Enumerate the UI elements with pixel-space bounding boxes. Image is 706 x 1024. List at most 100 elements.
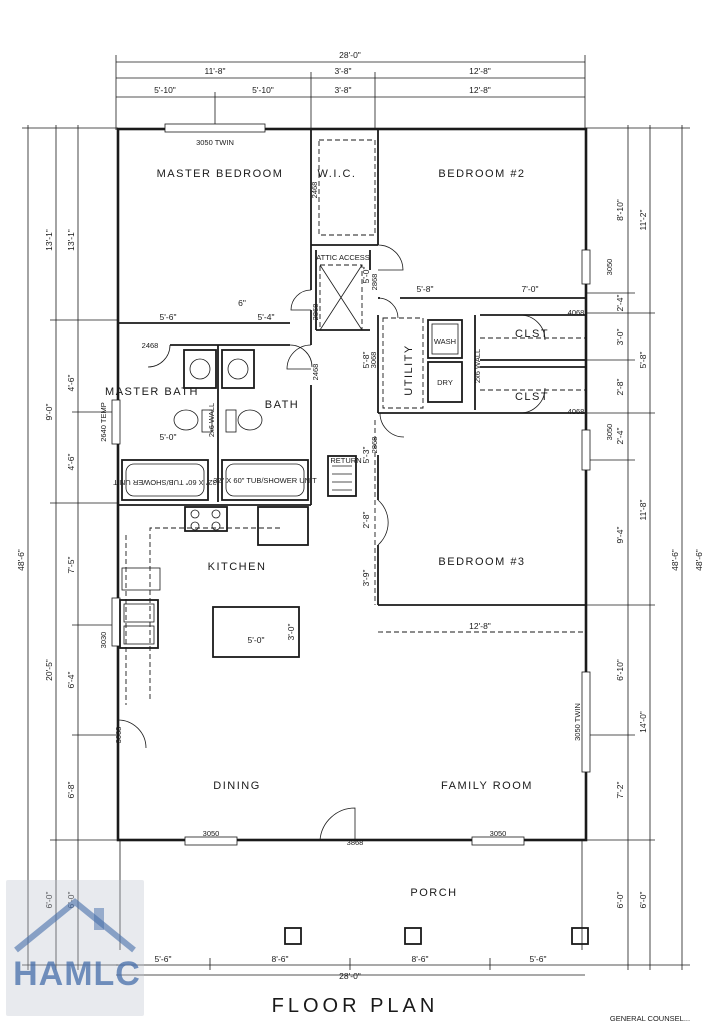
left-dimensions xyxy=(22,125,118,970)
dim-rightout-1: 11'-2" xyxy=(638,209,648,230)
porch-columns xyxy=(119,840,589,950)
dim-right-8: 7'-2" xyxy=(615,782,625,799)
label-win-bed2: 3050 xyxy=(605,259,614,276)
bottom-dimensions xyxy=(116,958,585,976)
interior-walls xyxy=(118,129,586,606)
label-win-bed3: 3050 xyxy=(605,424,614,441)
dim-hall-v1: 5'-8" xyxy=(361,352,371,369)
room-attic: ATTIC ACCESS xyxy=(316,253,370,262)
label-win-porch-right: 3050 xyxy=(490,829,507,838)
dim-bed2-hall2: 7'-0" xyxy=(522,284,539,294)
tub-label-right: 32" X 60" TUB/SHOWER UNIT xyxy=(213,476,317,485)
dim-rightout-2: 5'-8" xyxy=(638,352,648,369)
dim-top-2: 3'-8" xyxy=(335,66,352,76)
dim-leftin-3: 4'-6" xyxy=(66,454,76,471)
dim-right-4: 2'-8" xyxy=(615,379,625,396)
room-kitchen: KITCHEN xyxy=(208,561,267,573)
dim-bed2-hall: 5'-8" xyxy=(417,284,434,294)
dim-rightout-4: 14'-0" xyxy=(638,711,648,733)
dim-attic-h: 5'-0" xyxy=(361,267,371,284)
dim-top2-3: 3'-8" xyxy=(335,85,352,95)
label-door-bath1: 2468 xyxy=(142,341,159,350)
room-wash: WASH xyxy=(434,337,456,346)
label-door-clst2: 4068 xyxy=(568,407,585,416)
drawing-title: FLOOR PLAN xyxy=(272,995,439,1017)
room-wic: W.I.C. xyxy=(318,168,357,180)
watermark-logo-text: HAMLC xyxy=(13,955,141,993)
label-door-utility: 3068 xyxy=(369,352,378,369)
window-master-bath xyxy=(111,399,121,445)
window-kitchen xyxy=(111,597,121,647)
dim-master-split1: 5'-6" xyxy=(160,312,177,322)
label-win-family: 3050 TWIN xyxy=(573,703,582,741)
room-bath: BATH xyxy=(265,399,300,411)
dim-bottom-4: 5'-6" xyxy=(530,954,547,964)
island-depth: 3'-0" xyxy=(286,624,296,641)
window-master-top xyxy=(164,123,266,133)
dim-master-split2: 6" xyxy=(238,298,246,308)
laundry-appliances xyxy=(427,319,463,403)
top-dimensions xyxy=(115,55,586,130)
room-return: RETURN xyxy=(330,456,361,465)
door-swings xyxy=(117,244,546,841)
label-temp-window: 2640 TEMP xyxy=(99,402,108,441)
dim-rightout-3: 11'-8" xyxy=(638,499,648,520)
dim-bath-width: 5'-0" xyxy=(160,432,177,442)
dim-overall-width: 28'-0" xyxy=(339,50,361,60)
label-win-master: 3050 TWIN xyxy=(196,138,234,147)
attic-access xyxy=(319,264,363,331)
dim-left-overall: 48'-6" xyxy=(16,549,26,571)
dim-right-6: 9'-4" xyxy=(615,527,625,544)
room-utility: UTILITY xyxy=(403,344,415,395)
dim-top-3: 12'-8" xyxy=(469,66,491,76)
room-dining: DINING xyxy=(213,780,261,792)
wall-note-right: 2x6 WALL xyxy=(473,349,482,383)
dim-leftin-1: 13'-1" xyxy=(66,229,76,251)
label-door-clst1: 4068 xyxy=(568,308,585,317)
label-win-kitchen: 3030 xyxy=(99,632,108,649)
room-master-bedroom: MASTER BEDROOM xyxy=(157,168,284,180)
dim-hall-v4: 3'-9" xyxy=(361,570,371,587)
room-bedroom-2: BEDROOM #2 xyxy=(438,168,525,180)
bath-fixtures xyxy=(121,349,357,501)
label-door-side: 3068 xyxy=(114,727,123,744)
dim-right-1: 8'-10" xyxy=(615,199,625,221)
label-front-door: 3868 xyxy=(347,838,364,847)
label-door-master: 2868 xyxy=(311,304,320,321)
window-dining xyxy=(184,836,238,846)
watermark-logo xyxy=(6,880,144,1016)
dim-leftin-5: 6'-4" xyxy=(66,672,76,689)
label-door-bed3: 2868 xyxy=(370,437,379,454)
dim-left-1: 13'-1" xyxy=(44,229,54,251)
dim-hall-v2: 5'-3" xyxy=(361,447,371,464)
dim-rightout-5: 6'-0" xyxy=(638,892,648,909)
label-door-attic: 2868 xyxy=(370,274,379,291)
label-door-bath2: 2468 xyxy=(311,364,320,381)
room-porch: PORCH xyxy=(410,887,457,899)
dim-left-3: 20'-5" xyxy=(44,659,54,681)
dim-bottom-2: 8'-6" xyxy=(272,954,289,964)
island-width: 5'-0" xyxy=(248,635,265,645)
kitchen-fixtures xyxy=(119,506,309,658)
dim-bottom-overall: 28'-0" xyxy=(339,971,361,981)
dim-leftin-7: 6'-0" xyxy=(66,892,76,909)
dim-right-5: 2'-4" xyxy=(615,428,625,445)
room-closet-2: CLST xyxy=(515,391,549,403)
label-door-wic: 2468 xyxy=(310,182,319,199)
dim-leftin-6: 6'-8" xyxy=(66,782,76,799)
dim-right-7: 6'-10" xyxy=(615,659,625,681)
dim-right-9: 6'-0" xyxy=(615,892,625,909)
window-bed3 xyxy=(581,429,591,471)
exterior-wall xyxy=(116,127,588,842)
dim-hall-v3: 2'-8" xyxy=(361,512,371,529)
footer-note: GENERAL COUNSEL... xyxy=(610,1014,690,1023)
dim-right-2: 2'-4" xyxy=(615,295,625,312)
dashed-lines xyxy=(125,139,586,705)
dim-leftin-4: 7'-5" xyxy=(66,557,76,574)
room-master-bath: MASTER BATH xyxy=(105,386,199,398)
dim-top2-1: 5'-10" xyxy=(154,85,176,95)
dim-master-split3: 5'-4" xyxy=(258,312,275,322)
dim-bed3-bottom: 12'-8" xyxy=(469,621,491,631)
room-bedroom-3: BEDROOM #3 xyxy=(438,556,525,568)
